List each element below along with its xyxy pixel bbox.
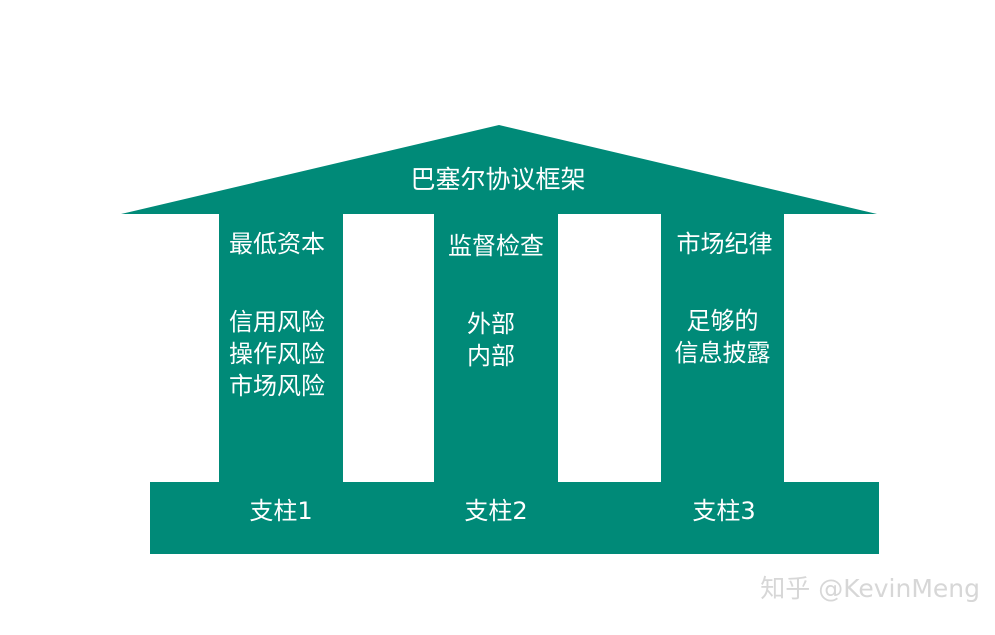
pillar-3-line-1: 足够的 xyxy=(686,307,759,335)
pillar-1-line-1: 信用风险 xyxy=(229,308,325,336)
pillar-3: 市场纪律 足够的 信息披露 xyxy=(661,214,784,484)
roof-title: 巴塞尔协议框架 xyxy=(410,165,586,194)
pillar-2-title: 监督检查 xyxy=(448,232,544,260)
watermark: 知乎 @KevinMeng xyxy=(760,574,980,603)
pillar-2-line-1: 外部 xyxy=(467,310,515,338)
base-label-1: 支柱1 xyxy=(249,497,313,525)
pillar-1: 最低资本 信用风险 操作风险 市场风险 xyxy=(219,214,343,484)
pillar-2-body: 外部 内部 xyxy=(429,308,553,372)
base-label-3: 支柱3 xyxy=(692,497,756,525)
pillar-1-line-3: 市场风险 xyxy=(229,372,325,400)
roof-triangle xyxy=(121,125,877,214)
pillar-1-title: 最低资本 xyxy=(229,230,325,258)
pillar-1-line-2: 操作风险 xyxy=(229,340,325,368)
base-platform: 支柱1 支柱2 支柱3 xyxy=(150,482,879,554)
base-label-2: 支柱2 xyxy=(464,497,528,525)
pillar-1-body: 信用风险 操作风险 市场风险 xyxy=(215,306,339,402)
pillar-2-line-2: 内部 xyxy=(467,342,515,370)
pillar-2: 监督检查 外部 内部 xyxy=(434,214,558,484)
pillar-3-body: 足够的 信息披露 xyxy=(661,305,784,369)
pillar-3-title: 市场纪律 xyxy=(676,230,773,258)
pillar-3-line-2: 信息披露 xyxy=(674,339,771,367)
